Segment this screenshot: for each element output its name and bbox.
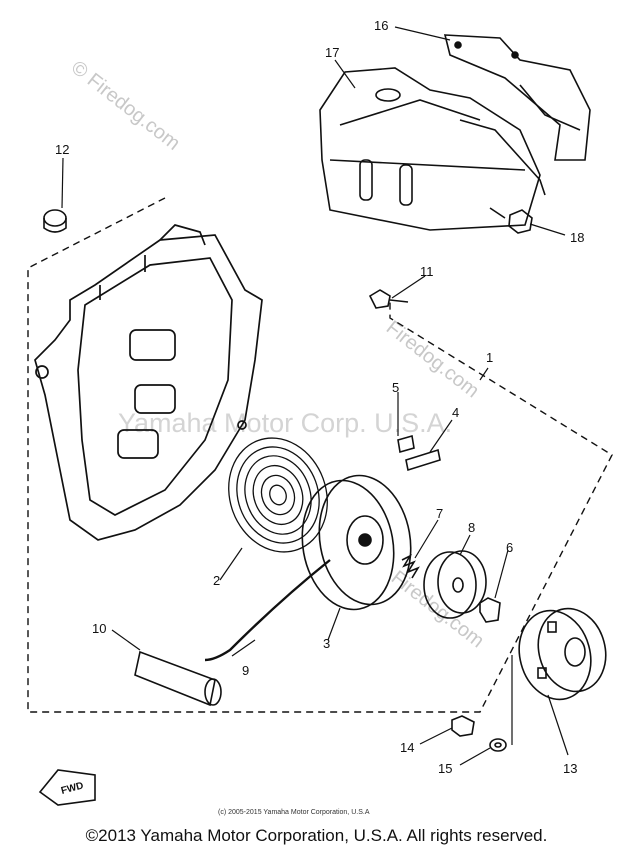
fwd-label: FWD [60, 780, 85, 797]
callout-7: 7 [436, 506, 443, 521]
handle-part-10 [134, 650, 222, 707]
watermark-top-left: © Firedog.com [67, 57, 184, 155]
callout-2: 2 [213, 573, 220, 588]
callout-17: 17 [325, 45, 339, 60]
spring-part-7 [401, 554, 420, 579]
callout-12: 12 [55, 142, 69, 157]
rope-part-9 [204, 559, 331, 662]
cup-part-13 [518, 607, 607, 701]
callouts: 12 16 17 18 11 1 5 4 2 7 8 6 3 10 9 14 1… [55, 18, 584, 776]
bracket-part-16 [443, 34, 591, 161]
small-copyright: (c) 2005-2015 Yamaha Motor Corporation, … [218, 809, 370, 816]
callout-8: 8 [468, 520, 475, 535]
screw-part-11 [368, 289, 409, 309]
assembly-boundary [27, 197, 613, 713]
callout-3: 3 [323, 636, 330, 651]
callout-18: 18 [570, 230, 584, 245]
callout-4: 4 [452, 405, 459, 420]
bolt-part-14 [451, 715, 475, 737]
fwd-arrow-icon: FWD [38, 769, 96, 806]
callout-5: 5 [392, 380, 399, 395]
bolt-part-18 [489, 207, 533, 234]
callout-6: 6 [506, 540, 513, 555]
watermark-yamaha: Yamaha Motor Corp. U.S.A. [118, 408, 452, 438]
cover-part-17 [319, 67, 546, 231]
bolt-part-6 [479, 597, 501, 623]
callout-9: 9 [242, 663, 249, 678]
pawl-part-5 [397, 434, 415, 454]
grommet-part-12 [43, 209, 67, 233]
callout-16: 16 [374, 18, 388, 33]
spring-part-4 [405, 448, 441, 472]
spring-part-2 [228, 437, 328, 553]
callout-1: 1 [486, 350, 493, 365]
callout-13: 13 [563, 761, 577, 776]
washer-part-15 [489, 738, 507, 752]
footer-copyright: ©2013 Yamaha Motor Corporation, U.S.A. A… [85, 826, 548, 845]
callout-14: 14 [400, 740, 414, 755]
callout-11: 11 [420, 264, 434, 279]
fan-housing [34, 224, 263, 541]
callout-15: 15 [438, 761, 452, 776]
sheave-drum-part-3 [301, 474, 412, 611]
leader-lines [61, 26, 569, 766]
callout-10: 10 [92, 621, 106, 636]
